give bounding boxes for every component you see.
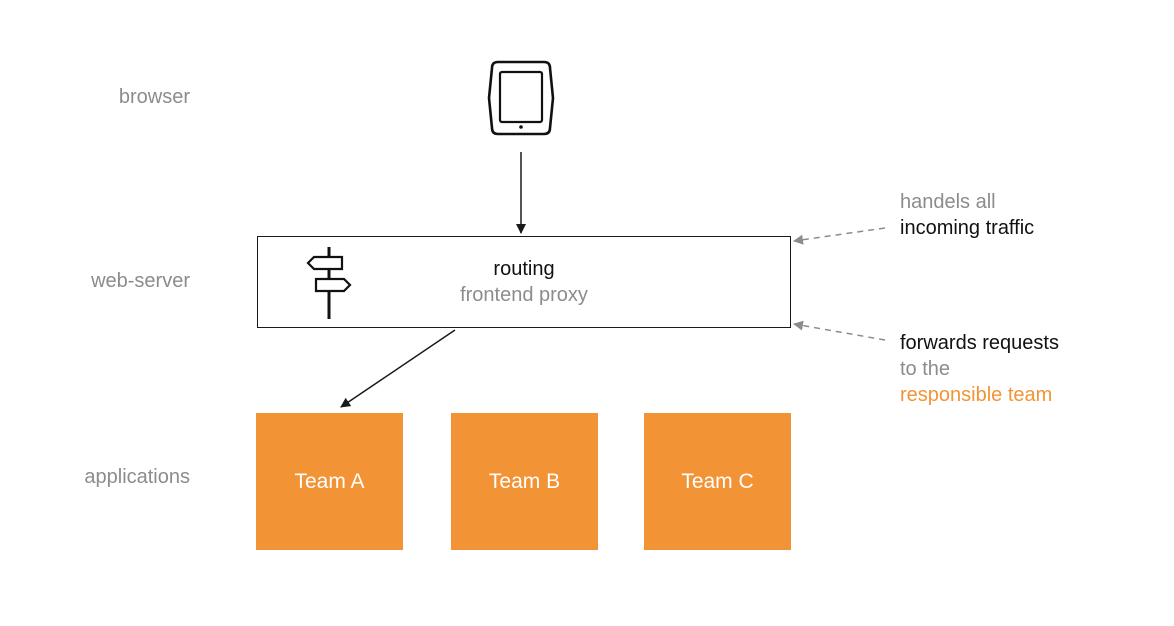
team-box-a: Team A xyxy=(256,413,403,550)
note-line: incoming traffic xyxy=(900,217,1035,239)
web-server-box xyxy=(257,236,791,328)
layer-label-applications: applications xyxy=(84,466,190,488)
note-line: to the xyxy=(900,358,951,380)
team-label: Team C xyxy=(681,469,754,493)
layer-label-browser: browser xyxy=(118,86,190,108)
note-line: forwards requests xyxy=(900,332,1059,354)
incoming-note-arrow xyxy=(793,227,886,245)
signpost-icon xyxy=(306,247,352,319)
server-to-team-a-arrow xyxy=(340,329,456,408)
forwards-requests-note: forwards requests to the responsible tea… xyxy=(900,330,1059,408)
layer-label-web-server: web-server xyxy=(91,270,190,292)
team-label: Team B xyxy=(488,469,561,493)
note-line: handels all xyxy=(900,191,996,213)
tablet-icon xyxy=(487,60,555,136)
forwards-note-arrow xyxy=(793,320,886,341)
team-box-c: Team C xyxy=(644,413,791,550)
team-label: Team A xyxy=(294,469,365,493)
incoming-traffic-note: handels all incoming traffic xyxy=(900,189,1034,241)
note-line: responsible team xyxy=(900,384,1053,406)
server-title: routing xyxy=(493,258,555,280)
team-box-b: Team B xyxy=(451,413,598,550)
server-subtitle: frontend proxy xyxy=(460,284,588,306)
